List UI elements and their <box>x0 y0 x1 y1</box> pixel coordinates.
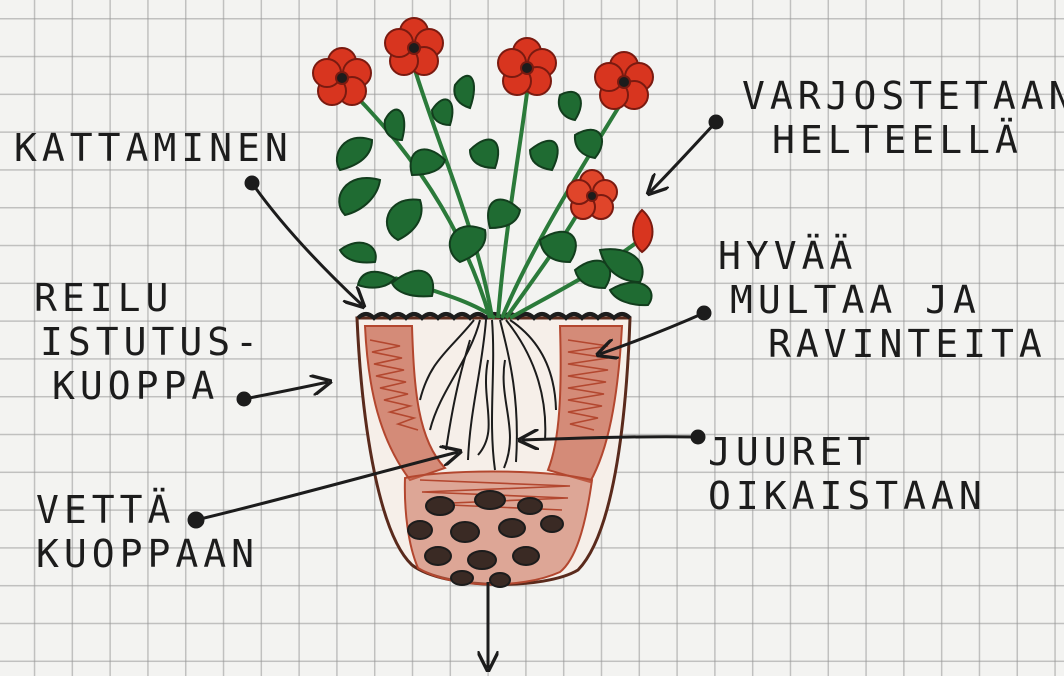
flower-3 <box>498 38 556 95</box>
label-soil: HYVÄÄ MULTAA JA RAVINTEITA <box>718 234 1047 366</box>
label-water: VETTÄ KUOPPAAN <box>36 488 259 576</box>
label-shading: VARJOSTETAAN HELTEELLÄ <box>742 74 1064 162</box>
flower-2 <box>385 18 443 75</box>
label-roots: JUURET OIKAISTAAN <box>708 430 987 518</box>
pointer-shading <box>650 116 722 192</box>
flower-bud <box>633 210 653 252</box>
flower-4 <box>595 52 653 109</box>
flower-1 <box>313 48 371 105</box>
label-hole: REILU ISTUTUS- KUOPPA <box>34 276 263 408</box>
plant <box>313 18 653 318</box>
planting-hole <box>357 314 630 587</box>
label-covering: KATTAMINEN <box>14 126 293 170</box>
